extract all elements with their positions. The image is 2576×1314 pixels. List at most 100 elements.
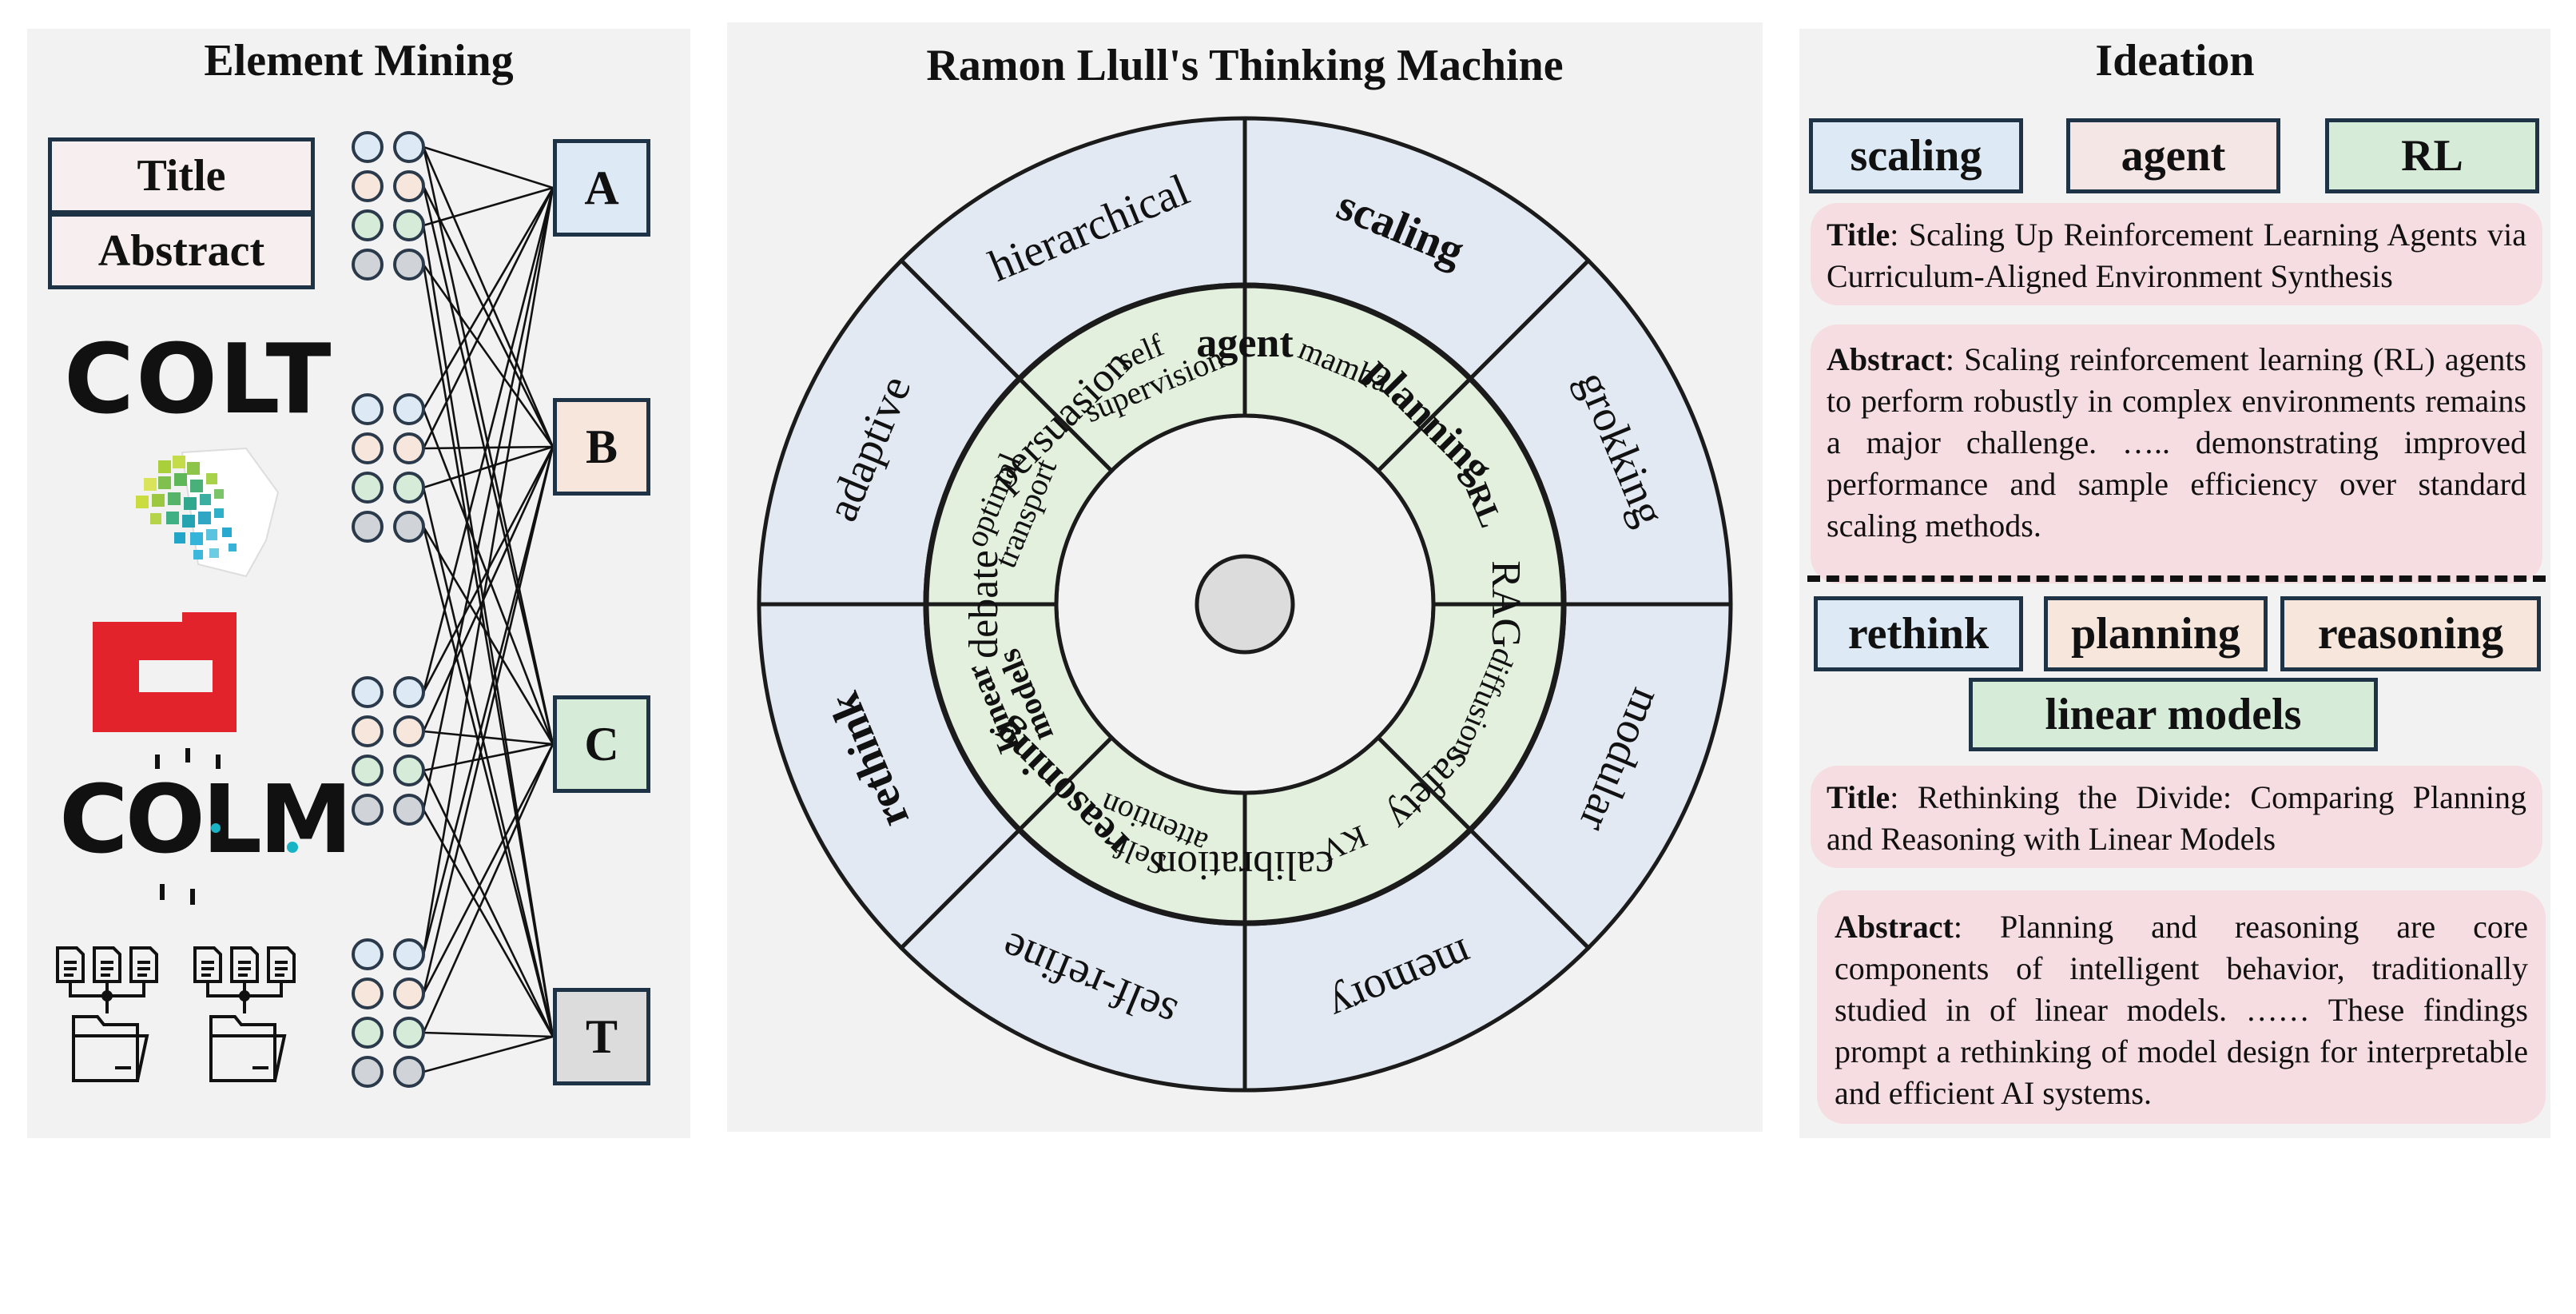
colt-logo: COLT: [64, 325, 333, 436]
idea2-title-label: Title: [1827, 779, 1890, 815]
inner-ring-sector: [924, 376, 1115, 607]
bipartite-edge: [422, 809, 555, 1037]
middle-ring-label: agent: [1196, 321, 1294, 366]
bipartite-graph: [352, 131, 555, 1088]
chip-reasoning: reasoning: [2280, 596, 2541, 671]
bipartite-edges: [422, 145, 555, 1073]
chip-rl: RL: [2325, 118, 2539, 193]
node-t: T: [553, 988, 650, 1085]
bipartite-edge: [422, 264, 555, 1037]
element-dot: [393, 170, 425, 202]
bipartite-edge: [423, 1035, 554, 1073]
element-dot: [393, 432, 425, 464]
element-dot: [352, 131, 384, 163]
bipartite-edge: [423, 186, 554, 227]
bipartite-edge: [422, 743, 555, 994]
idea2-title-card: Title: Rethinking the Divide: Comparing …: [1811, 766, 2542, 868]
bipartite-edge: [422, 185, 555, 745]
element-dot: [352, 432, 384, 464]
colm-logo-accents: [155, 748, 298, 905]
bipartite-edge: [422, 187, 555, 693]
element-dot: [352, 511, 384, 543]
thinking-machine-title: Ramon Llull's Thinking Machine: [926, 41, 1564, 90]
element-dot: [352, 715, 384, 747]
element-mining-panel: Element Mining Title Abstract COLT: [27, 29, 690, 1138]
bipartite-edge: [422, 446, 555, 955]
ideation-title: Ideation: [2095, 36, 2255, 86]
element-dot: [393, 472, 425, 504]
idea2-title-text: : Rethinking the Divide: Comparing Plann…: [1827, 779, 2526, 857]
red-block-logo: [93, 612, 237, 732]
bipartite-edge: [422, 487, 555, 1037]
ideation-divider: [1807, 575, 2546, 582]
chip-agent: agent: [2066, 118, 2280, 193]
element-dot: [393, 249, 425, 281]
node-a: A: [553, 139, 650, 237]
wheel-hub: [1195, 554, 1295, 655]
bipartite-edge: [423, 1031, 554, 1038]
bipartite-edge: [423, 445, 554, 489]
bipartite-edge: [422, 146, 555, 745]
idea2-abstract-card: Abstract: Planning and reasoning are cor…: [1817, 890, 2546, 1124]
element-dot: [393, 1056, 425, 1088]
chip-planning: planning: [2044, 596, 2268, 671]
chip-scaling: scaling: [1809, 118, 2023, 193]
abstract-field-box: Abstract: [48, 213, 315, 289]
idea1-abstract-label: Abstract: [1827, 341, 1946, 377]
element-dot: [352, 170, 384, 202]
thinking-machine-panel: Ramon Llull's Thinking Machine hierarchi…: [727, 22, 1763, 1132]
idea1-title-text: : Scaling Up Reinforcement Learning Agen…: [1827, 217, 2526, 294]
element-dot: [393, 755, 425, 786]
element-mining-title: Element Mining: [204, 36, 514, 86]
chip-linear-models: linear models: [1969, 678, 2378, 751]
element-dot: [393, 715, 425, 747]
node-c: C: [553, 695, 650, 793]
element-dot: [352, 755, 384, 786]
node-b: B: [553, 398, 650, 496]
bipartite-edge: [422, 187, 555, 955]
middle-ring-label: debate: [961, 550, 1007, 659]
element-dot: [352, 1017, 384, 1049]
bipartite-edge: [422, 187, 555, 410]
idea1-title-label: Title: [1827, 217, 1890, 253]
outer-ring-sectors: [757, 116, 1733, 1093]
bipartite-edge: [422, 526, 555, 745]
bipartite-edge: [423, 730, 554, 746]
middle-ring-label: calibration: [1156, 842, 1334, 888]
element-dot: [393, 978, 425, 1009]
element-dot: [352, 209, 384, 241]
element-dot: [393, 794, 425, 826]
element-dot: [393, 676, 425, 708]
element-dot: [393, 393, 425, 425]
idea2-abstract-text: : Planning and reasoning are core compon…: [1835, 909, 2528, 1111]
idea1-abstract-text: : Scaling reinforcement learning (RL) ag…: [1827, 341, 2526, 544]
element-dot: [393, 938, 425, 970]
element-dot: [352, 249, 384, 281]
element-dot: [393, 1017, 425, 1049]
element-dot: [352, 794, 384, 826]
colm-logo: COLM: [59, 764, 353, 874]
inner-ring-label: optimaltransport: [955, 440, 1064, 572]
element-dot: [352, 393, 384, 425]
bipartite-edge: [422, 187, 555, 810]
idea1-title-card: Title: Scaling Up Reinforcement Learning…: [1811, 203, 2542, 305]
element-dot: [352, 938, 384, 970]
idea1-abstract-card: Abstract: Scaling reinforcement learning…: [1811, 325, 2542, 583]
element-dot: [393, 209, 425, 241]
bipartite-edge: [422, 225, 555, 1037]
bipartite-edge: [423, 145, 554, 189]
element-dot: [352, 1056, 384, 1088]
chip-rethink: rethink: [1814, 596, 2023, 671]
bipartite-edge: [422, 264, 555, 448]
element-dot: [393, 511, 425, 543]
document-folder-icon: [56, 946, 158, 1082]
inner-ring-annulus: [924, 284, 1565, 925]
document-folder-icon: [193, 946, 296, 1082]
bipartite-edge: [423, 743, 554, 772]
bipartite-edge: [422, 446, 555, 732]
bipartite-edge: [423, 445, 554, 450]
title-field-box: Title: [48, 137, 315, 214]
middle-ring-label: RAG: [1483, 560, 1529, 648]
pixel-mosaic-logo: [136, 447, 280, 578]
